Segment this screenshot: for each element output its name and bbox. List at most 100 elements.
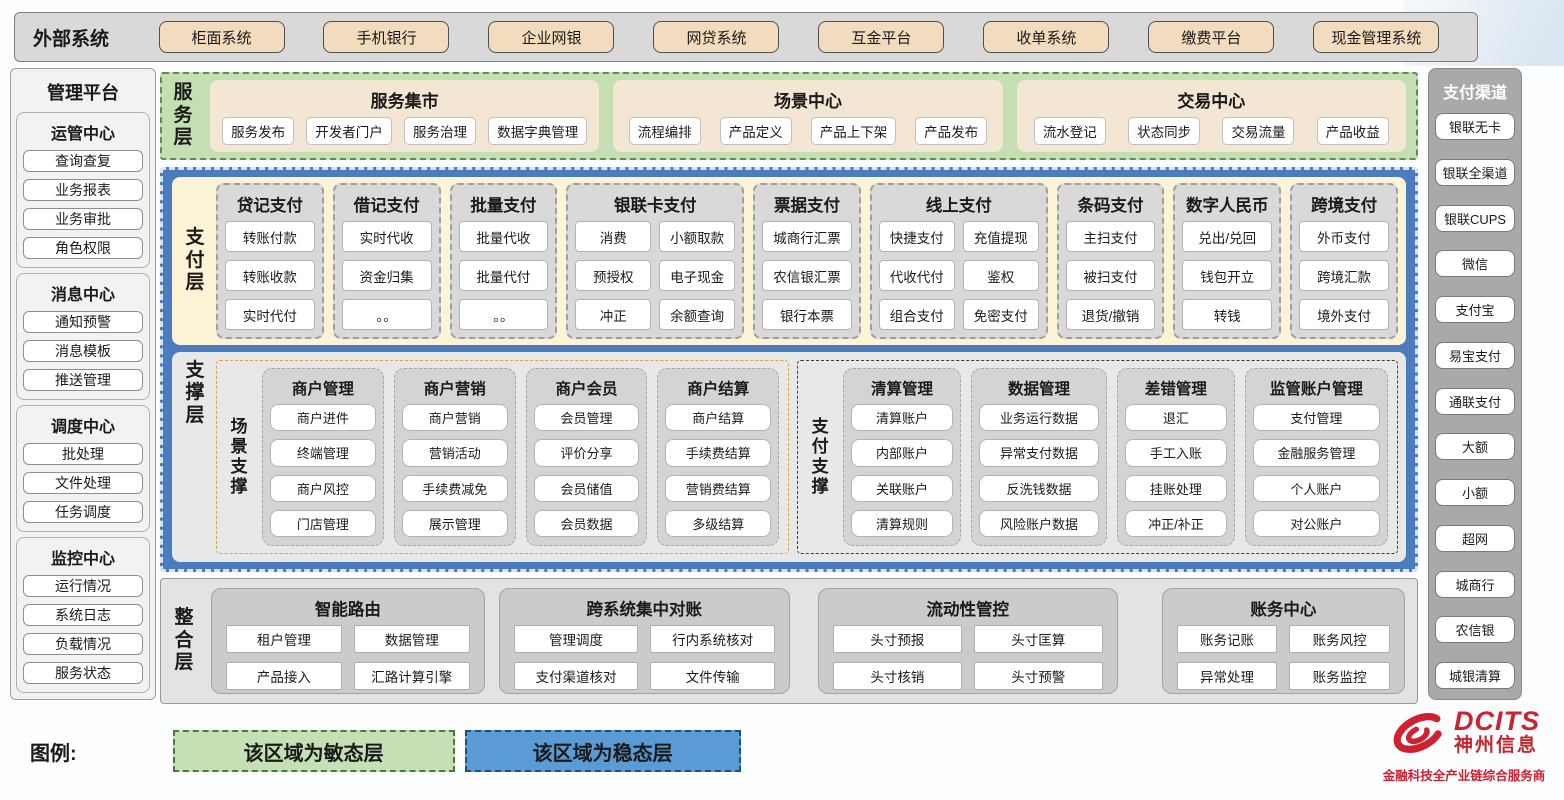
integration-item-button[interactable]: 头寸预警 <box>973 662 1103 690</box>
external-system-button[interactable]: 手机银行 <box>323 21 450 53</box>
payment-item-button[interactable]: 消费 <box>575 221 652 252</box>
support-item-button[interactable]: 商户进件 <box>270 404 376 432</box>
payment-channel-button[interactable]: 易宝支付 <box>1435 341 1515 369</box>
support-item-button[interactable]: 对公账户 <box>1252 509 1380 537</box>
payment-channel-button[interactable]: 通联支付 <box>1435 387 1515 415</box>
payment-channel-button[interactable]: 支付宝 <box>1435 296 1515 323</box>
payment-channel-button[interactable]: 农信银 <box>1435 616 1515 644</box>
support-item-button[interactable]: 退汇 <box>1125 404 1227 432</box>
payment-item-button[interactable]: 组合支付 <box>878 299 955 330</box>
payment-item-button[interactable]: 境外支付 <box>1299 299 1389 330</box>
service-item-button[interactable]: 服务治理 <box>404 117 476 145</box>
support-item-button[interactable]: 异常支付数据 <box>978 439 1100 467</box>
sidebar-item-button[interactable]: 系统日志 <box>23 604 143 626</box>
support-item-button[interactable]: 会员管理 <box>533 404 640 432</box>
service-item-button[interactable]: 产品定义 <box>719 117 792 145</box>
payment-item-button[interactable]: 钱包开立 <box>1182 260 1273 291</box>
payment-item-button[interactable]: 小额取款 <box>659 221 736 252</box>
support-item-button[interactable]: 商户营销 <box>401 404 508 432</box>
payment-item-button[interactable]: 农信银汇票 <box>762 260 852 291</box>
sidebar-item-button[interactable]: 消息模板 <box>23 340 143 362</box>
external-system-button[interactable]: 收单系统 <box>983 21 1110 53</box>
sidebar-item-button[interactable]: 业务报表 <box>23 179 143 201</box>
payment-item-button[interactable]: 实时代收 <box>341 221 432 252</box>
support-item-button[interactable]: 手续费减免 <box>401 474 508 502</box>
payment-channel-button[interactable]: 银联全渠道 <box>1435 158 1515 186</box>
support-item-button[interactable]: 手续费结算 <box>665 439 772 467</box>
payment-item-button[interactable]: 。。 <box>341 299 432 330</box>
sidebar-item-button[interactable]: 服务状态 <box>23 662 143 684</box>
sidebar-item-button[interactable]: 文件处理 <box>23 472 143 494</box>
integration-item-button[interactable]: 头寸核销 <box>832 662 962 690</box>
payment-item-button[interactable]: 主扫支付 <box>1065 221 1156 252</box>
integration-item-button[interactable]: 支付渠道核对 <box>513 662 639 690</box>
external-system-button[interactable]: 网贷系统 <box>653 21 780 53</box>
service-item-button[interactable]: 产品上下架 <box>810 117 897 145</box>
payment-item-button[interactable]: 快捷支付 <box>878 221 955 252</box>
payment-channel-button[interactable]: 城商行 <box>1435 570 1515 598</box>
support-item-button[interactable]: 内部账户 <box>851 439 953 467</box>
sidebar-item-button[interactable]: 查询查复 <box>23 150 143 172</box>
payment-item-button[interactable]: 预授权 <box>575 260 652 291</box>
payment-item-button[interactable]: 批量代收 <box>458 221 549 252</box>
sidebar-item-button[interactable]: 推送管理 <box>23 369 143 391</box>
integration-item-button[interactable]: 数据管理 <box>353 625 470 653</box>
support-item-button[interactable]: 冲正/补正 <box>1125 509 1227 537</box>
service-item-button[interactable]: 数据字典管理 <box>488 117 588 145</box>
external-system-button[interactable]: 现金管理系统 <box>1313 21 1440 53</box>
payment-item-button[interactable]: 转账收款 <box>225 260 315 291</box>
service-item-button[interactable]: 流水登记 <box>1033 117 1106 145</box>
payment-item-button[interactable]: 免密支付 <box>962 299 1039 330</box>
support-item-button[interactable]: 多级结算 <box>665 509 772 537</box>
support-item-button[interactable]: 会员数据 <box>533 509 640 537</box>
support-item-button[interactable]: 评价分享 <box>533 439 640 467</box>
support-item-button[interactable]: 手工入账 <box>1125 439 1227 467</box>
integration-item-button[interactable]: 异常处理 <box>1176 662 1278 690</box>
service-item-button[interactable]: 状态同步 <box>1128 117 1201 145</box>
integration-item-button[interactable]: 文件传输 <box>650 662 775 690</box>
service-item-button[interactable]: 开发者门户 <box>306 117 392 145</box>
support-item-button[interactable]: 会员储值 <box>533 474 640 502</box>
support-item-button[interactable]: 金融服务管理 <box>1252 439 1380 467</box>
support-item-button[interactable]: 关联账户 <box>851 474 953 502</box>
integration-item-button[interactable]: 租户管理 <box>226 625 342 653</box>
payment-item-button[interactable]: 退货/撤销 <box>1065 299 1156 330</box>
integration-item-button[interactable]: 账务监控 <box>1289 662 1390 690</box>
payment-item-button[interactable]: 转钱 <box>1182 299 1273 330</box>
payment-item-button[interactable]: 电子现金 <box>659 260 736 291</box>
sidebar-item-button[interactable]: 通知预警 <box>23 311 143 333</box>
support-item-button[interactable]: 反洗钱数据 <box>978 474 1100 502</box>
integration-item-button[interactable]: 头寸预报 <box>832 625 962 653</box>
support-item-button[interactable]: 支付管理 <box>1252 404 1380 432</box>
payment-item-button[interactable]: 实时代付 <box>225 299 315 330</box>
payment-channel-button[interactable]: 大额 <box>1435 433 1515 461</box>
support-item-button[interactable]: 营销活动 <box>401 439 508 467</box>
sidebar-item-button[interactable]: 任务调度 <box>23 501 143 523</box>
payment-item-button[interactable]: 兑出/兑回 <box>1182 221 1273 252</box>
payment-channel-button[interactable]: 微信 <box>1435 250 1515 278</box>
payment-channel-button[interactable]: 银联无卡 <box>1435 113 1515 140</box>
support-item-button[interactable]: 商户结算 <box>665 404 772 432</box>
integration-item-button[interactable]: 账务风控 <box>1289 625 1390 653</box>
payment-item-button[interactable]: 。。 <box>458 299 549 330</box>
service-item-button[interactable]: 服务发布 <box>222 117 295 145</box>
support-item-button[interactable]: 展示管理 <box>401 509 508 537</box>
sidebar-item-button[interactable]: 运行情况 <box>23 575 143 597</box>
payment-item-button[interactable]: 充值提现 <box>962 221 1039 252</box>
payment-item-button[interactable]: 冲正 <box>575 299 652 330</box>
integration-item-button[interactable]: 管理调度 <box>513 625 639 653</box>
payment-item-button[interactable]: 余额查询 <box>659 299 736 330</box>
payment-item-button[interactable]: 外币支付 <box>1299 221 1389 252</box>
payment-channel-button[interactable]: 超网 <box>1435 524 1515 552</box>
payment-channel-button[interactable]: 城银清算 <box>1435 662 1515 689</box>
payment-item-button[interactable]: 城商行汇票 <box>762 221 852 252</box>
external-system-button[interactable]: 企业网银 <box>488 21 615 53</box>
sidebar-item-button[interactable]: 角色权限 <box>23 237 143 259</box>
integration-item-button[interactable]: 产品接入 <box>226 662 342 690</box>
service-item-button[interactable]: 交易流量 <box>1222 117 1295 145</box>
support-item-button[interactable]: 业务运行数据 <box>978 404 1100 432</box>
support-item-button[interactable]: 商户风控 <box>270 474 376 502</box>
payment-item-button[interactable]: 代收代付 <box>878 260 955 291</box>
payment-item-button[interactable]: 转账付款 <box>225 221 315 252</box>
sidebar-item-button[interactable]: 业务审批 <box>23 208 143 230</box>
